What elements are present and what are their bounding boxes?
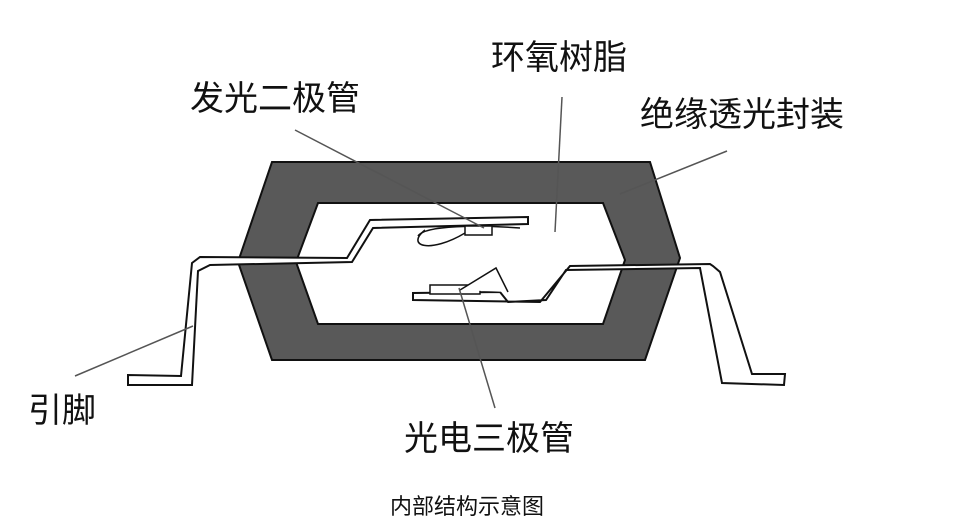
label-led: 发光二极管 <box>190 79 360 119</box>
upper-lead-frame <box>127 215 529 386</box>
bond-wire <box>417 229 466 247</box>
label-epoxy: 环氧树脂 <box>491 38 627 78</box>
label-phototransistor: 光电三极管 <box>404 419 574 459</box>
label-lead: 引脚 <box>28 391 96 431</box>
leader-line-phototransistor <box>458 287 496 409</box>
led-chip <box>464 225 493 236</box>
label-insulation: 绝缘透光封装 <box>640 95 844 135</box>
leader-line-lead <box>74 325 194 377</box>
leader-line-epoxy <box>554 96 563 233</box>
caption: 内部结构示意图 <box>390 495 544 520</box>
lower-lead-frame <box>412 262 787 387</box>
leader-line-insulation <box>619 150 728 195</box>
phototransistor-wire <box>459 266 509 293</box>
leader-line-led <box>294 129 485 229</box>
